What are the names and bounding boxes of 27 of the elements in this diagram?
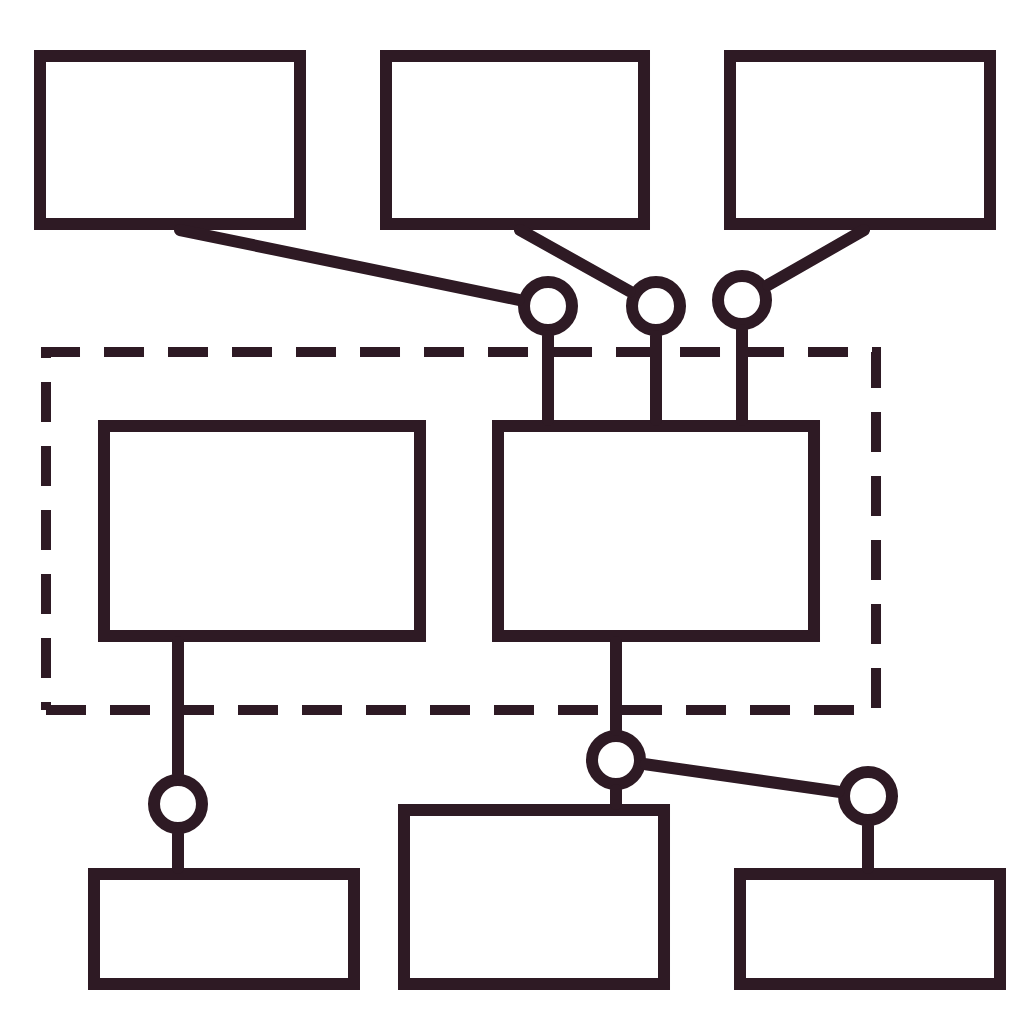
connector-line — [172, 828, 184, 874]
connector-line — [650, 330, 662, 426]
connector-line — [736, 324, 748, 426]
empty-box — [34, 50, 306, 230]
empty-box — [724, 50, 996, 230]
dashed-boundary-box — [41, 347, 881, 715]
connector-line — [762, 224, 870, 292]
empty-box — [734, 868, 1006, 990]
junction-circle — [518, 276, 578, 336]
junction-circle — [586, 730, 646, 790]
connector-line — [639, 758, 845, 798]
empty-box — [380, 50, 650, 230]
connector-line — [542, 330, 554, 426]
connector-line — [862, 820, 874, 874]
connector-line — [610, 784, 622, 810]
connector-line — [174, 224, 525, 306]
junction-circle — [838, 766, 898, 826]
connector-line — [172, 636, 184, 780]
connector-line — [610, 636, 622, 736]
empty-box — [88, 868, 360, 990]
connector-line — [514, 224, 636, 298]
junction-circle — [712, 270, 772, 330]
empty-box — [98, 420, 426, 642]
empty-box — [398, 804, 670, 990]
junction-circle — [148, 774, 208, 834]
junction-circle — [626, 276, 686, 336]
empty-box — [492, 420, 820, 642]
